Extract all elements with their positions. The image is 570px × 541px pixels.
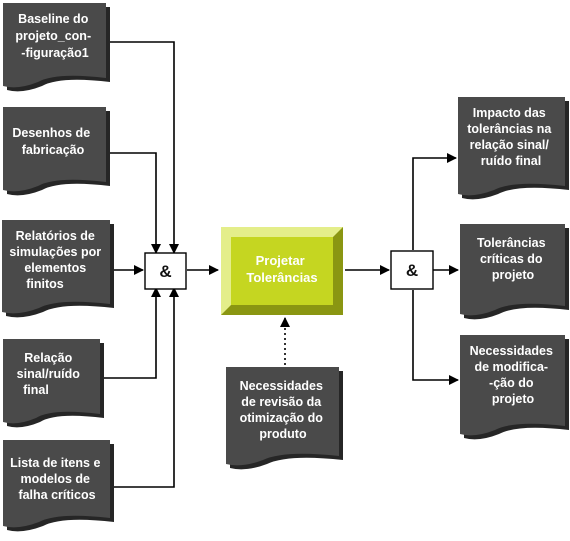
document-shape xyxy=(460,335,565,436)
document-shape xyxy=(3,440,110,528)
document-text: Relatórios de simulações por elementos f… xyxy=(9,229,104,291)
junction-box xyxy=(144,252,187,290)
document-text: Desenhos de fabricação xyxy=(12,126,93,157)
document-text: Relação sinal/ruído final xyxy=(17,351,84,397)
connector-input-4 xyxy=(100,287,161,379)
input-document-3: Relatórios de simulações por elementos f… xyxy=(2,220,114,318)
input-document-5: Lista de itens e modelos de falha crític… xyxy=(3,440,114,532)
document-text: Necessidades de modifica- -ção do projet… xyxy=(470,344,557,406)
document-shape xyxy=(3,3,106,88)
junction-and-left: & xyxy=(144,252,187,290)
document-shape xyxy=(460,224,565,316)
document-text: Impacto das tolerâncias na relação sinal… xyxy=(467,106,555,168)
junction-and-right: & xyxy=(390,250,434,290)
control-document: Necessidades de revisão da otimização do… xyxy=(226,367,343,470)
connector-output-3 xyxy=(412,290,459,385)
output-document-1: Impacto das tolerâncias na relação sinal… xyxy=(458,97,569,200)
connector-output-1 xyxy=(412,153,457,250)
connectors xyxy=(100,41,459,488)
document-text: Tolerâncias críticas do projeto xyxy=(477,236,549,282)
process-label: Projetar Tolerâncias xyxy=(246,253,317,285)
output-document-2: Tolerâncias críticas do projeto xyxy=(460,224,569,320)
connector-input-5 xyxy=(110,287,179,488)
input-document-2: Desenhos de fabricação xyxy=(3,107,110,196)
junction-box xyxy=(390,250,434,290)
document-shape xyxy=(2,220,110,314)
document-text: Lista de itens e modelos de falha crític… xyxy=(10,456,104,502)
document-shape xyxy=(226,367,339,466)
document-text: Necessidades de revisão da otimização do… xyxy=(240,379,327,441)
document-shape xyxy=(3,339,100,424)
junction-label: & xyxy=(406,261,418,280)
process-box: Projetar Tolerâncias xyxy=(221,227,343,315)
input-document-1: Baseline do projeto_con- -figuração1 xyxy=(3,3,110,92)
input-document-4: Relação sinal/ruído final xyxy=(3,339,104,428)
connector-input-1 xyxy=(108,41,179,254)
process-face xyxy=(231,237,333,305)
document-shape xyxy=(458,97,565,196)
document-text: Baseline do projeto_con- -figuração1 xyxy=(15,12,94,60)
junction-label: & xyxy=(159,262,171,281)
output-document-3: Necessidades de modifica- -ção do projet… xyxy=(460,335,569,440)
process-bevel-light xyxy=(221,227,343,315)
document-shape xyxy=(3,107,106,192)
connector-input-2 xyxy=(108,152,161,254)
